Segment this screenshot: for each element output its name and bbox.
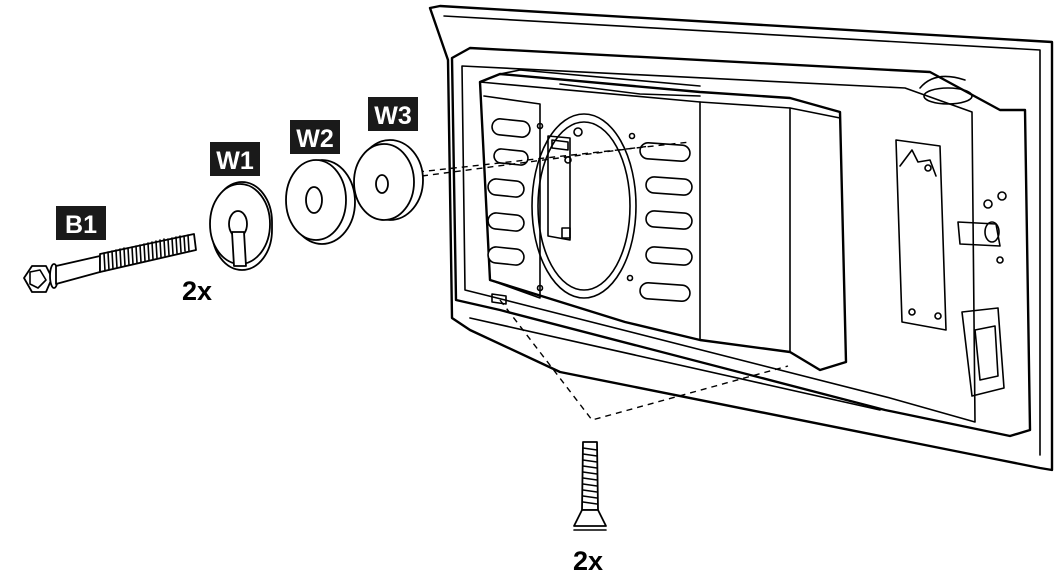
svg-text:B1: B1 (65, 211, 97, 239)
callout-w3: W3 (368, 97, 418, 131)
callout-w1: W1 (210, 142, 260, 176)
washer-w1 (209, 181, 273, 271)
svg-text:W3: W3 (374, 102, 412, 130)
bolt-b1 (23, 233, 197, 293)
washer-w3 (353, 139, 424, 221)
washer-w2 (285, 159, 356, 245)
svg-text:W1: W1 (216, 147, 254, 175)
screw-quantity: 2x (573, 546, 603, 574)
svg-text:W2: W2 (296, 125, 334, 153)
callout-w2: W2 (290, 120, 340, 154)
callout-b1: B1 (56, 206, 106, 240)
alignment-lines (417, 141, 789, 421)
door-panel (428, 4, 1054, 472)
flat-head-screw (573, 441, 607, 531)
speaker-pod (478, 69, 848, 372)
washer-quantity: 2x (182, 276, 212, 306)
